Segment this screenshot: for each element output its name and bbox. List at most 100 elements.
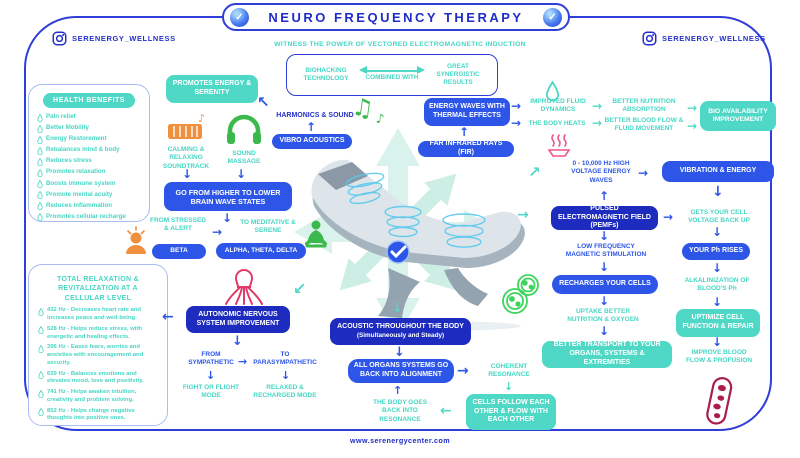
arrow-right <box>638 167 648 179</box>
list-item: Promotes cellular recharge <box>37 213 141 222</box>
biohacking-technology-label: BIOHACKING TECHNOLOGY <box>303 66 349 82</box>
arrow-right <box>457 364 469 378</box>
arrow-up <box>393 385 402 396</box>
list-item: 639 Hz - Balances emotions and elevates … <box>38 371 158 386</box>
recharges-cells-box: RECHARGES YOUR CELLS <box>552 275 658 294</box>
biohacking-synergy-box: BIOHACKING TECHNOLOGY COMBINED WITH GREA… <box>286 54 498 96</box>
droplet-icon <box>37 191 43 200</box>
droplet-icon <box>37 124 43 133</box>
health-benefits-header: HEALTH BENEFITS <box>43 93 135 108</box>
arrow-down <box>599 295 609 307</box>
pemf-box: PULSED ELECTROMAGNETIC FIELD (PEMFs) <box>551 205 658 230</box>
subtitle: WITNESS THE POWER OF VECTORED ELECTROMAG… <box>274 41 526 48</box>
body-resonance-label: THE BODY GOES BACK INTO RESONANCE <box>372 399 428 423</box>
list-item: Pain relief <box>37 113 141 122</box>
arrow-down <box>232 335 243 348</box>
relaxed-recharged-label: RELAXED & RECHARGED MODE <box>253 384 317 400</box>
list-item: 528 Hz - Helps reduce stress, with energ… <box>38 326 158 341</box>
droplet-icon <box>37 146 43 155</box>
list-item: Boosts immune system <box>37 180 141 189</box>
list-item: 396 Hz - Eases fears, worries and anxiet… <box>38 344 158 367</box>
from-stressed-label: FROM STRESSED & ALERT <box>150 217 206 233</box>
list-item: Promotes relaxation <box>37 168 141 177</box>
arrow-up-right <box>528 165 541 180</box>
nutrition-absorption-label: BETTER NUTRITION ABSORPTION <box>612 98 676 114</box>
list-item: Better Mobility <box>37 124 141 133</box>
harmonics-sound-label: HARMONICS & SOUND <box>276 112 354 119</box>
heat-icon <box>547 134 571 157</box>
droplet-icon <box>37 168 43 177</box>
arrow-right <box>212 226 222 238</box>
arrow-right <box>511 100 521 112</box>
body-heats-label: THE BODY HEATS <box>528 120 586 127</box>
double-arrow-icon <box>359 66 425 75</box>
arrow-down <box>206 370 215 381</box>
far-infrared-box: FAR INFRARED RAYS (FIR) <box>418 140 514 157</box>
sound-massage-label: SOUND MASSAGE <box>227 150 261 166</box>
synergistic-results-label: GREAT SYNERGISTIC RESULTS <box>436 62 480 87</box>
cells-follow-box: CELLS FOLLOW EACH OTHER & FLOW WITH EACH… <box>466 394 556 430</box>
stressed-person-icon <box>126 226 146 254</box>
arrow-right <box>238 356 247 367</box>
soundtrack-icon: ♪ <box>168 112 205 139</box>
website-link[interactable]: www.serenergycenter.com <box>349 436 450 445</box>
instagram-handle-text: SERENERGY_WELLNESS <box>662 34 766 43</box>
droplet-icon <box>37 135 43 144</box>
arrow-down-left <box>293 281 306 297</box>
cellular-panel-header: TOTAL RELAXATION & REVITALIZATION AT A C… <box>57 276 139 302</box>
arrow-down <box>281 370 290 381</box>
music-notes-icon: ♫ <box>350 92 376 124</box>
instagram-icon <box>52 31 67 46</box>
list-item: Promote mental acuity <box>37 191 141 200</box>
list-item: Rebalances mind & body <box>37 146 141 155</box>
alkalinization-label: ALKALINIZATION OF BLOOD'S Ph <box>684 277 750 293</box>
arrow-down <box>599 325 609 337</box>
coherent-resonance-label: COHERENT RESONANCE <box>488 363 530 379</box>
arrow-down <box>394 346 405 359</box>
arrow-up <box>459 126 469 138</box>
high-voltage-label: 0 - 10,000 Hz HIGH VOLTAGE ENERGY WAVES <box>571 160 631 184</box>
arrow-down <box>222 212 232 224</box>
combined-with-label: COMBINED WITH <box>365 73 419 81</box>
improve-blood-label: IMPROVE BLOOD FLOW & PROFUSION <box>685 349 753 365</box>
headphones-icon <box>227 114 261 144</box>
blood-vessel-icon <box>706 377 733 425</box>
list-item: Energy Restorement <box>37 135 141 144</box>
alpha-theta-delta-box: ALPHA, THETA, DELTA <box>216 243 306 259</box>
droplet-icon <box>38 389 44 398</box>
instagram-handle-right[interactable]: SERENERGY_WELLNESS <box>642 31 766 46</box>
arrow-down <box>712 296 722 308</box>
arrow-left <box>162 310 174 324</box>
instagram-icon <box>642 31 657 46</box>
list-item: Reduces inflammation <box>37 202 141 211</box>
list-item: 852 Hz - Helps change negative thoughts … <box>38 408 158 423</box>
arrow-down <box>182 168 192 180</box>
arrow-left <box>440 404 452 418</box>
to-parasympathetic-label: TO PARASYMPATHETIC <box>253 351 317 367</box>
arrow-down <box>392 302 403 315</box>
arrow-down <box>712 336 722 348</box>
arrow-right <box>663 211 673 223</box>
low-frequency-label: LOW FREQUENCY MAGNETIC STIMULATION <box>565 243 647 259</box>
cell-voltage-label: GETS YOUR CELL VOLTAGE BACK UP <box>688 209 750 225</box>
fight-flight-label: FIGHT OR FLIGHT MODE <box>182 384 240 400</box>
promotes-energy-box: PROMOTES ENERGY & SERENITY <box>166 75 258 103</box>
droplet-icon <box>38 371 44 380</box>
arrow-down <box>712 185 724 199</box>
acoustic-body-label: ACOUSTIC THROUGHOUT THE BODY <box>337 323 464 331</box>
droplet-icon <box>37 202 43 211</box>
energy-waves-box: ENERGY WAVES WITH THERMAL EFFECTS <box>424 98 510 126</box>
droplet-icon <box>38 344 44 353</box>
instagram-handle-left[interactable]: SERENERGY_WELLNESS <box>52 31 176 46</box>
arrow-down <box>504 381 513 392</box>
cells-icon <box>502 274 539 314</box>
brand-logo-icon: ✓ <box>543 7 562 27</box>
arrow-up <box>599 190 609 202</box>
nervous-system-icon <box>225 269 263 305</box>
arrow-right <box>517 208 529 222</box>
health-benefits-panel: HEALTH BENEFITS Pain relief Better Mobil… <box>28 84 150 222</box>
instagram-handle-text: SERENERGY_WELLNESS <box>72 34 176 43</box>
water-droplet-icon <box>545 81 560 101</box>
health-benefits-list: Pain relief Better Mobility Energy Resto… <box>29 113 149 222</box>
